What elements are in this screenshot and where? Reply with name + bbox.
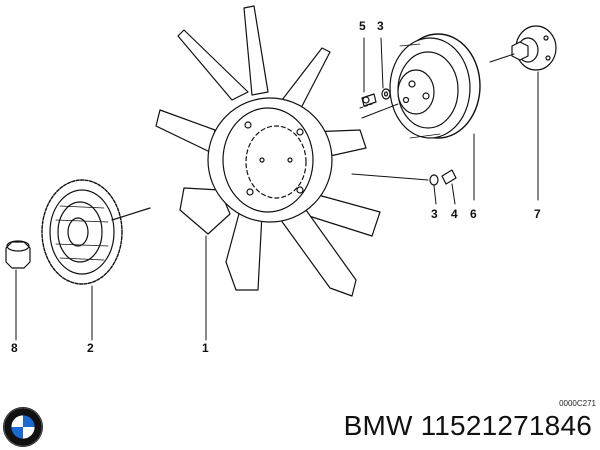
callout-5: 5 — [359, 19, 366, 33]
hub-flange-part — [511, 25, 557, 71]
drawing-code: 0000C271 — [559, 399, 596, 408]
callout-7: 7 — [534, 207, 541, 221]
callout-4: 4 — [451, 207, 458, 221]
washer-part-3-top — [381, 88, 391, 100]
callout-3-bottom: 3 — [431, 207, 438, 221]
bmw-roundel-icon — [3, 407, 43, 447]
brand-name: BMW — [343, 410, 413, 441]
callout-2: 2 — [87, 341, 94, 355]
callout-3-top: 3 — [377, 19, 384, 33]
callout-6: 6 — [470, 207, 477, 221]
fan-blade-assembly — [155, 5, 381, 297]
part-number-label: BMW 11521271846 — [344, 410, 592, 442]
part-number: 11521271846 — [420, 410, 592, 441]
callout-8: 8 — [11, 341, 18, 355]
viscous-fan-clutch — [41, 179, 151, 285]
bolt-part-4 — [441, 169, 457, 185]
leader-lines — [15, 37, 539, 341]
callout-1: 1 — [202, 341, 209, 355]
pulley-part — [389, 33, 481, 139]
nut-part — [5, 240, 31, 269]
washer-part-3-lower — [429, 174, 439, 186]
bolt-part-5 — [361, 93, 377, 107]
